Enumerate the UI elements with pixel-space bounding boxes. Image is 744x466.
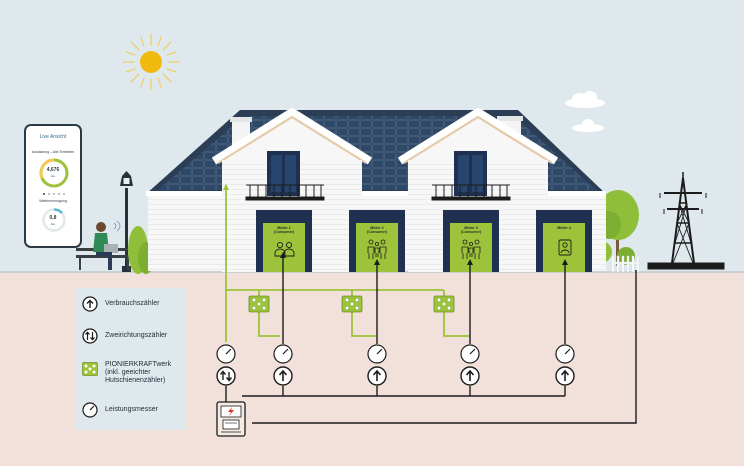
gauge-ring-icon: [39, 158, 69, 188]
bench-person: [76, 220, 132, 270]
arrow-up-icon: [280, 252, 568, 265]
phone-section2-label: Weiterversorgung: [39, 199, 67, 203]
tenant-type: (Consumer): [460, 230, 482, 235]
legend-item-power-meter: Leistungsmesser: [82, 402, 158, 418]
legend-label: Verbrauchszähler: [105, 300, 160, 307]
cloud-icon: [565, 91, 605, 108]
legend: Verbrauchszähler Zweirichtungszähler PIO…: [76, 288, 186, 430]
pionierkraftwerk-icon: [248, 295, 270, 313]
phone-section2-value: 0,8: [49, 215, 57, 221]
tenant-label-4: Mieter 4: [546, 226, 582, 230]
tenant-name: Mieter 2: [370, 226, 384, 230]
power-pylon-icon: [647, 172, 725, 270]
person-icon: [558, 239, 572, 256]
grid-connection-box-icon: [216, 401, 246, 437]
legend-item-pionierkraftwerk: PIONIERKRAFTwerk (inkl. geeichter Hutsch…: [82, 361, 171, 385]
tenant-name: Mieter 3: [464, 226, 478, 230]
legend-label: Zweirichtungszähler: [105, 332, 168, 339]
phone-section2-unit: kw: [51, 222, 55, 226]
arrow-up-icon: [223, 184, 229, 190]
legend-item-consumption-meter: Verbrauchszähler: [82, 296, 159, 312]
tenant-label-3: Mieter 3 (Consumer): [453, 226, 489, 234]
legend-label-line: PIONIERKRAFTwerk: [105, 361, 172, 368]
tenant-type: (Consumer): [366, 230, 388, 235]
pionierkraftwerk-icon: [341, 295, 363, 313]
legend-item-bidirectional-meter: Zweirichtungszähler: [82, 328, 167, 344]
tenant-label-2: Mieter 2 (Consumer): [359, 226, 395, 234]
grid-wiring: [225, 255, 637, 424]
legend-label-line: (inkl. geeichter: [105, 369, 151, 376]
legend-label: Leistungsmesser: [105, 406, 158, 413]
family-icon: [367, 239, 387, 259]
people-icon: [274, 241, 295, 257]
consumption-meter-icon: [273, 366, 575, 386]
gauge-ring-icon: [42, 208, 66, 232]
phone-section1-value: 4,676: [46, 167, 60, 173]
power-meter-icon: [216, 344, 575, 364]
pionierkraftwerk-icon: [82, 362, 98, 376]
consumption-meter-icon: [82, 296, 98, 312]
tenant-type: (Consumer): [273, 230, 295, 235]
bidirectional-meter-icon: [216, 366, 236, 386]
tenant-label-1: Mieter 1 (Consumer): [266, 226, 302, 234]
legend-label-line: Hutschienenzähler): [105, 377, 166, 384]
pionierkraftwerk-icon: [433, 295, 455, 313]
phone-section1-label: Auslastung – Alle Einheiten: [31, 150, 75, 154]
fence: [611, 255, 641, 273]
phone-title: Live Ansicht: [39, 134, 67, 140]
phone-live-view: Live Ansicht Auslastung – Alle Einheiten…: [24, 124, 82, 248]
legend-label: PIONIERKRAFTwerk (inkl. geeichter Hutsch…: [105, 361, 171, 385]
bidirectional-meter-icon: [82, 328, 98, 344]
power-meter-icon: [82, 402, 98, 418]
pagination-dots: [43, 193, 65, 195]
tenant-name: Mieter 1: [277, 226, 291, 230]
phone-section1-unit: kw: [51, 174, 55, 178]
cloud-icon: [572, 119, 604, 132]
street-lamp: [120, 171, 133, 272]
sun-icon: [122, 33, 180, 91]
tenant-name: Mieter 4: [557, 226, 571, 230]
family-icon: [461, 239, 481, 259]
